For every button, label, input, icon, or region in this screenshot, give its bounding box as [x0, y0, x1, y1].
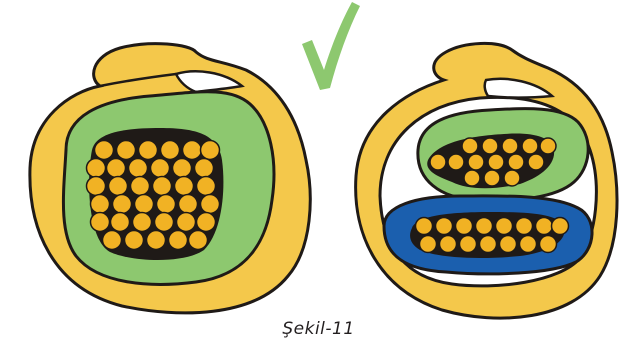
granule	[536, 218, 553, 235]
check-mark-icon	[302, 2, 360, 90]
granule	[87, 177, 106, 196]
granule	[520, 236, 537, 253]
granule	[430, 154, 446, 170]
granule	[420, 236, 437, 253]
granule	[195, 159, 214, 178]
granule	[528, 154, 544, 170]
granule	[464, 170, 480, 186]
granule	[502, 138, 518, 154]
granule	[91, 213, 110, 232]
granule	[95, 141, 114, 160]
granule	[504, 170, 520, 186]
granule	[488, 154, 504, 170]
granule	[436, 218, 453, 235]
granule	[155, 213, 174, 232]
granule	[201, 141, 220, 160]
granule	[107, 159, 126, 178]
figure-caption: Şekil-11	[0, 318, 637, 340]
granule	[109, 177, 128, 196]
granule	[111, 213, 130, 232]
granule	[448, 154, 464, 170]
granule	[484, 170, 500, 186]
granule	[540, 236, 557, 253]
granule	[117, 141, 136, 160]
granule	[540, 138, 556, 154]
right-cell	[356, 43, 617, 318]
granule	[125, 231, 144, 250]
granule	[197, 213, 216, 232]
granule	[175, 177, 194, 196]
granule	[135, 195, 154, 214]
granule	[131, 177, 150, 196]
granule	[161, 141, 180, 160]
granule	[496, 218, 513, 235]
left-cell	[30, 44, 310, 313]
granule	[139, 141, 158, 160]
granule	[91, 195, 110, 214]
granule	[133, 213, 152, 232]
granule	[482, 138, 498, 154]
granule	[173, 159, 192, 178]
granule	[113, 195, 132, 214]
granule	[183, 141, 202, 160]
granule	[440, 236, 457, 253]
granule	[201, 195, 220, 214]
granule	[462, 138, 478, 154]
granule	[153, 177, 172, 196]
granule	[416, 218, 433, 235]
granule	[87, 159, 106, 178]
granule	[169, 231, 188, 250]
granule	[460, 236, 477, 253]
granule	[177, 213, 196, 232]
granule	[157, 195, 176, 214]
granule	[129, 159, 148, 178]
granule	[468, 154, 484, 170]
granule	[516, 218, 533, 235]
granule	[480, 236, 497, 253]
granule	[500, 236, 517, 253]
granule	[189, 231, 208, 250]
granule	[508, 154, 524, 170]
granule	[179, 195, 198, 214]
granule	[103, 231, 122, 250]
granule	[522, 138, 538, 154]
granule	[456, 218, 473, 235]
granule	[552, 218, 569, 235]
granule	[147, 231, 166, 250]
granule	[197, 177, 216, 196]
granule	[151, 159, 170, 178]
granule	[476, 218, 493, 235]
